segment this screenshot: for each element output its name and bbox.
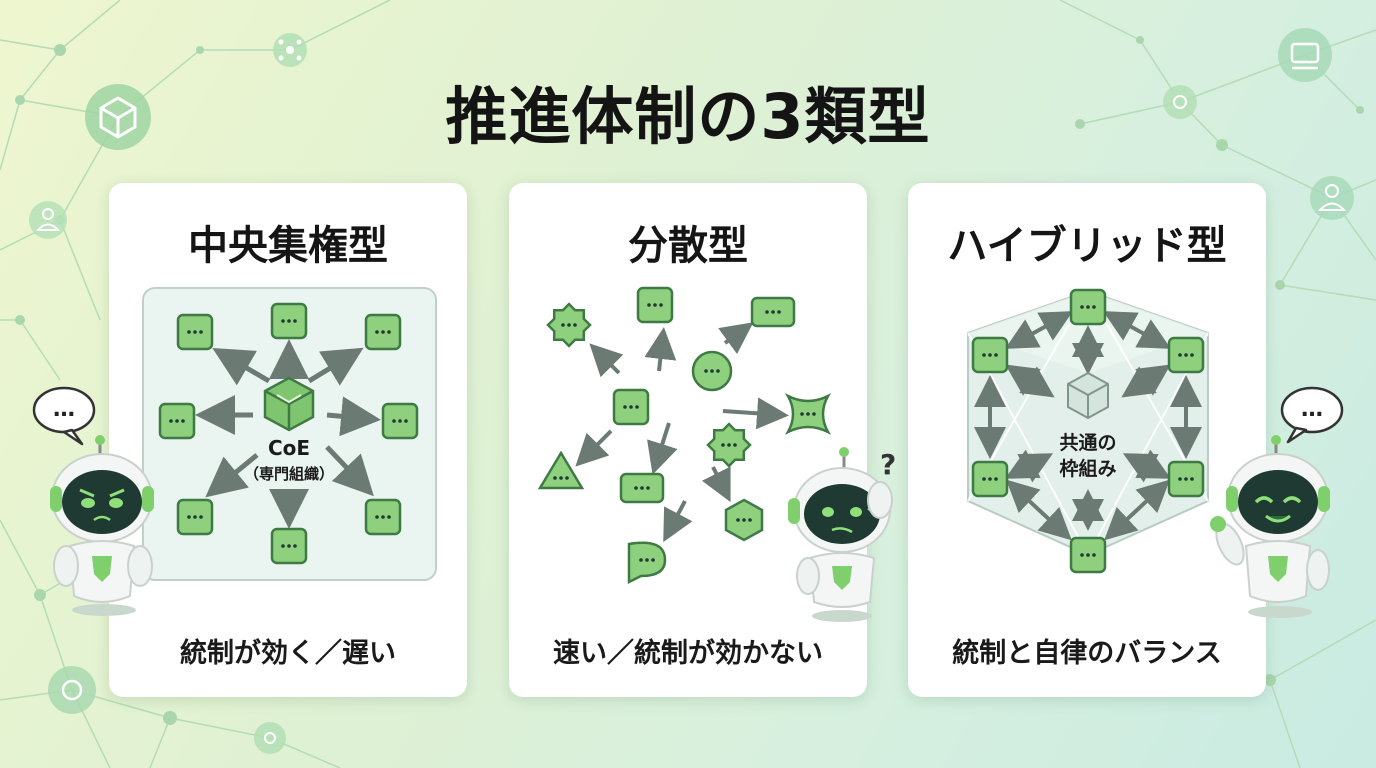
chat-node-icon <box>1167 460 1205 498</box>
chat-node-icon <box>619 472 665 504</box>
card-title: 分散型 <box>628 223 748 269</box>
chat-node-icon <box>1167 336 1205 374</box>
chat-node-icon <box>612 388 650 426</box>
chat-node-icon <box>636 286 674 324</box>
cube-icon <box>1067 371 1109 420</box>
chat-node-icon <box>1278 28 1332 82</box>
svg-text:…: … <box>53 397 75 422</box>
chat-node-icon <box>1069 288 1107 326</box>
card-hybrid: ハイブリッド型 <box>908 183 1266 697</box>
decentralized-diagram <box>537 286 832 585</box>
chat-node-icon <box>381 402 419 440</box>
bidirectional-arrows <box>974 311 1202 541</box>
chat-node-icon <box>176 498 214 536</box>
chat-node-icon <box>691 350 733 392</box>
chat-node-icon <box>270 527 308 565</box>
chat-node-icon <box>364 313 402 351</box>
chat-node-icon <box>158 402 196 440</box>
cube-icon <box>263 376 315 432</box>
cube-icon <box>85 84 151 150</box>
chat-node-icon <box>546 302 592 348</box>
svg-text:…: … <box>1301 397 1323 422</box>
chat-node-icon <box>724 498 764 542</box>
card-caption: 統制が効く／遅い <box>180 638 396 669</box>
centralized-diagram: CoE （専門組織） <box>142 287 437 581</box>
node-group <box>537 286 832 585</box>
node-group <box>158 302 419 565</box>
node-group <box>971 288 1205 574</box>
hub-sublabel: （専門組織） <box>244 465 334 483</box>
card-caption: 統制と自律のバランス <box>952 638 1222 669</box>
user-icon <box>1310 176 1354 220</box>
card-title: ハイブリッド型 <box>947 223 1227 269</box>
question-mark-icon: ? <box>880 448 896 481</box>
network-icon <box>254 722 286 754</box>
hub-label-line2: 枠組み <box>1059 457 1116 480</box>
scattered-arrows <box>575 322 789 543</box>
chat-node-icon <box>971 460 1009 498</box>
chat-node-icon <box>176 313 214 351</box>
hub-label: CoE <box>268 436 310 460</box>
chat-node-icon <box>364 498 402 536</box>
card-title: 中央集権型 <box>188 223 388 269</box>
chat-node-icon <box>627 541 667 585</box>
chat-node-icon <box>784 393 832 435</box>
hub-label-line1: 共通の <box>1059 432 1116 454</box>
speech-bubble-icon: … <box>32 386 96 446</box>
chat-node-icon <box>706 422 752 468</box>
card-centralized: 中央集権型 CoE （専門組織） 統制が効く／遅い <box>109 183 467 697</box>
network-icon <box>1163 85 1197 119</box>
user-icon <box>29 201 67 239</box>
chat-node-icon <box>537 450 585 490</box>
chat-node-icon <box>270 302 308 340</box>
chat-node-icon <box>1069 536 1107 574</box>
hub-arrows <box>195 339 381 529</box>
hybrid-diagram: 共通の 枠組み <box>967 288 1209 574</box>
chat-node-icon <box>971 336 1009 374</box>
speech-bubble-icon: … <box>1280 386 1344 444</box>
card-decentralized: 分散型 速い／統制が効かない <box>509 183 867 697</box>
card-caption: 速い／統制が効かない <box>553 638 823 669</box>
robot-mascot-icon: … <box>1210 386 1344 618</box>
network-icon <box>48 666 96 714</box>
network-icon <box>273 33 307 67</box>
page-title: 推進体制の3類型 <box>445 80 931 153</box>
robot-mascot-icon: ? <box>788 447 896 622</box>
robot-mascot-icon: … <box>32 386 154 616</box>
chat-node-icon <box>750 296 796 328</box>
